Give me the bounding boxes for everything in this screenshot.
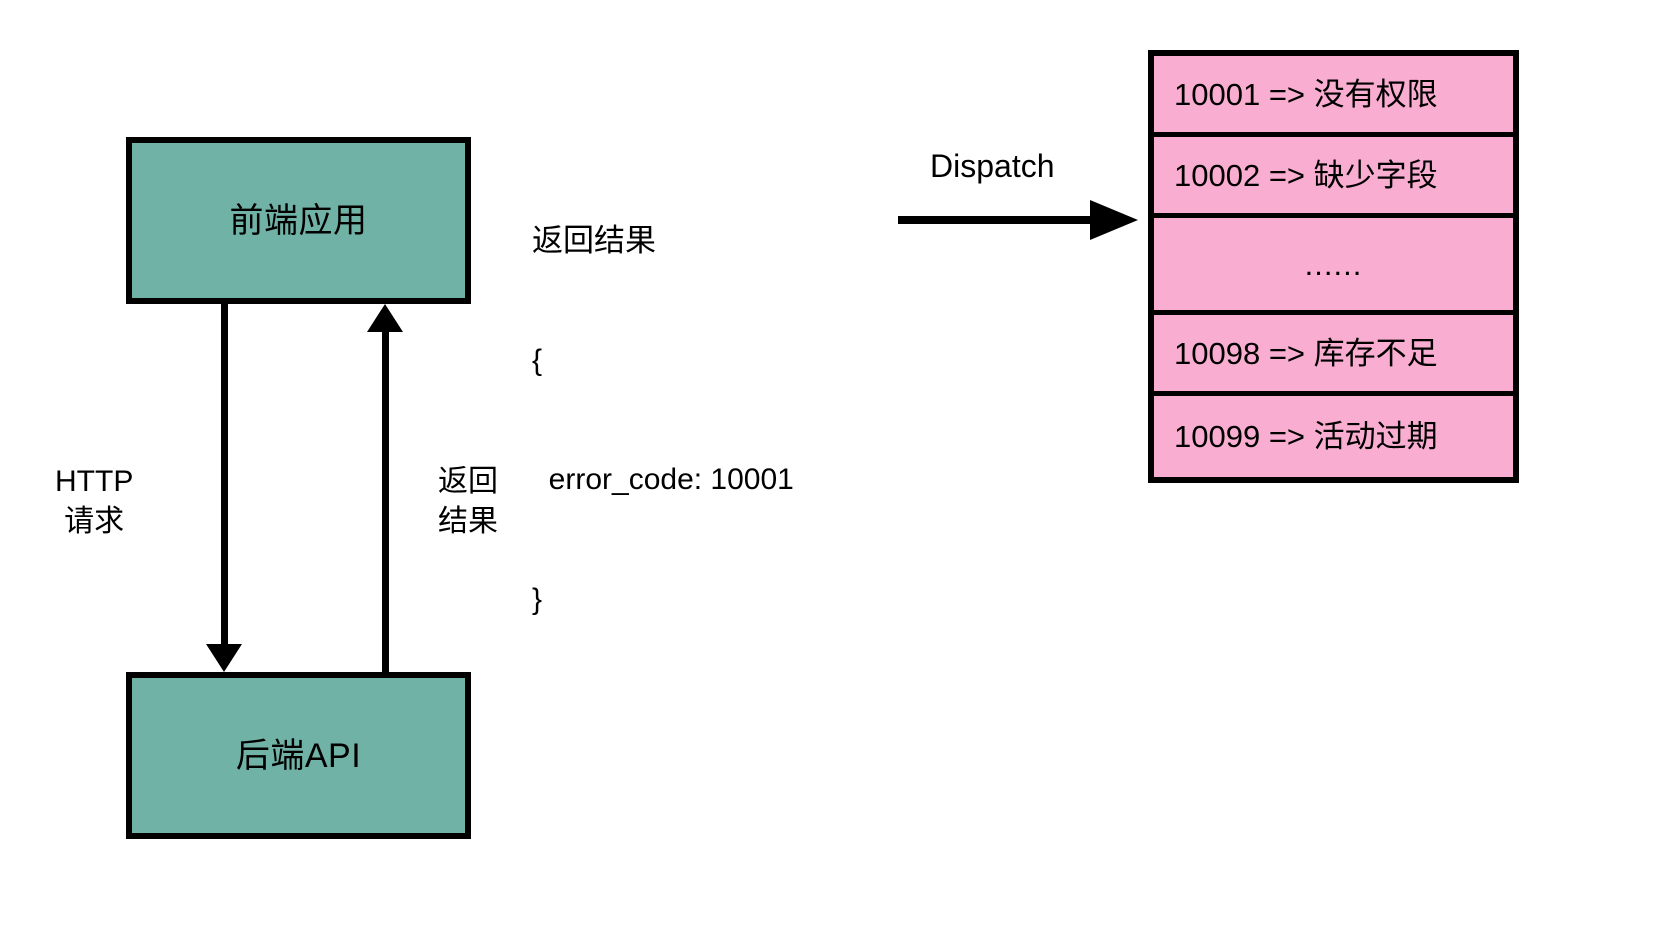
error-row-text: ...... (1304, 246, 1363, 282)
error-code-table: 10001 => 没有权限 10002 => 缺少字段 ...... 10098… (1148, 50, 1519, 483)
payload-annotation-close-brace: } (532, 583, 543, 617)
error-row-text: 10001 => 没有权限 (1174, 76, 1438, 112)
error-row-text: 10098 => 库存不足 (1174, 335, 1438, 371)
return-result-arrow-line (382, 332, 389, 672)
backend-api-label: 后端API (235, 736, 362, 775)
http-request-edge-label: HTTP 请求 (55, 465, 134, 538)
frontend-app-node: 前端应用 (126, 137, 471, 304)
table-row-ellipsis: ...... (1154, 218, 1513, 315)
error-row-text: 10002 => 缺少字段 (1174, 157, 1438, 193)
payload-annotation-open-brace: { (532, 343, 543, 377)
payload-annotation: 返回结果 { error_code: 10001 } (532, 140, 794, 700)
return-result-edge-label: 返回 结果 (438, 465, 498, 538)
error-row-text: 10099 => 活动过期 (1174, 419, 1438, 454)
frontend-app-label: 前端应用 (229, 201, 368, 240)
table-row: 10001 => 没有权限 (1154, 56, 1513, 137)
dispatch-arrow-line (898, 216, 1110, 224)
dispatch-edge-label: Dispatch (930, 148, 1055, 184)
table-row: 10098 => 库存不足 (1154, 315, 1513, 396)
backend-api-node: 后端API (126, 672, 471, 839)
payload-annotation-body: error_code: 10001 (532, 463, 794, 497)
return-result-arrowhead-icon (367, 304, 403, 332)
table-row: 10099 => 活动过期 (1154, 396, 1513, 477)
table-row: 10002 => 缺少字段 (1154, 137, 1513, 218)
payload-annotation-title: 返回结果 (532, 222, 656, 258)
dispatch-arrowhead-icon (1090, 200, 1138, 240)
http-request-arrow-line (221, 304, 228, 644)
http-request-arrowhead-icon (206, 644, 242, 672)
